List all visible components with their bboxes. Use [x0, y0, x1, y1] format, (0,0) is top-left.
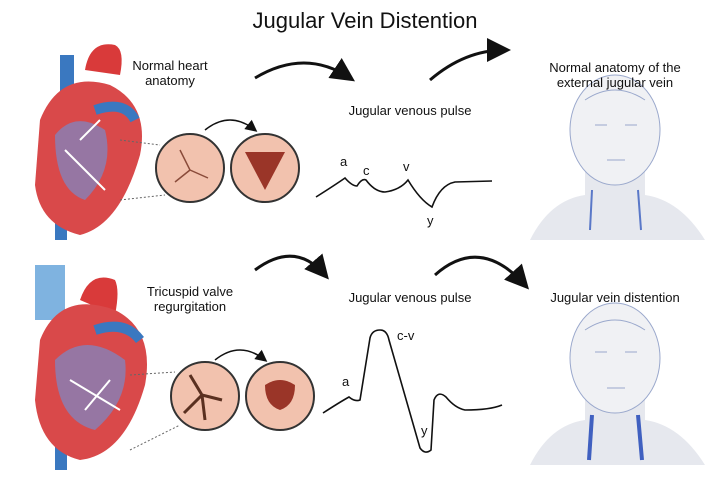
normal-heart-illustration [35, 44, 142, 240]
normal-jvp-waveform [315, 176, 493, 209]
wave-label-c: c [363, 163, 370, 178]
top-pulse-label: Jugular venous pulse [348, 103, 472, 118]
regurgitant-valve-open [245, 361, 315, 431]
normal-valve-closed [155, 133, 225, 203]
normal-heart-label: Normal heart anatomy [132, 58, 208, 88]
normal-neck-label: Normal anatomy of the external jugular v… [549, 60, 681, 90]
distended-neck-illustration [530, 302, 705, 465]
normal-neck-illustration [530, 74, 705, 240]
regurgitant-jvp-waveform [322, 329, 503, 453]
normal-valve-open [230, 133, 300, 203]
arrow-pulse-to-neck-bottom [434, 255, 530, 290]
wave-label-v: v [403, 159, 410, 174]
arrow-pulse-to-neck-top [429, 38, 511, 82]
arrow-heart-to-pulse-bottom [254, 253, 329, 280]
arrow-heart-to-pulse-top [254, 58, 355, 82]
regurgitation-label: Tricuspid valve regurgitation [146, 284, 234, 314]
bottom-pulse-label: Jugular venous pulse [348, 290, 472, 305]
diagram-title: Jugular Vein Distention [252, 8, 478, 33]
wave-label-y: y [427, 213, 434, 228]
regurgitant-valve-closed [170, 361, 240, 431]
regurgitant-heart-illustration [35, 265, 147, 470]
wave-label-a: a [340, 154, 348, 169]
wave-label-cv: c-v [397, 328, 415, 343]
distention-label: Jugular vein distention [550, 290, 680, 305]
wave-label-a-bottom: a [342, 374, 350, 389]
wave-label-y-bottom: y [421, 423, 428, 438]
